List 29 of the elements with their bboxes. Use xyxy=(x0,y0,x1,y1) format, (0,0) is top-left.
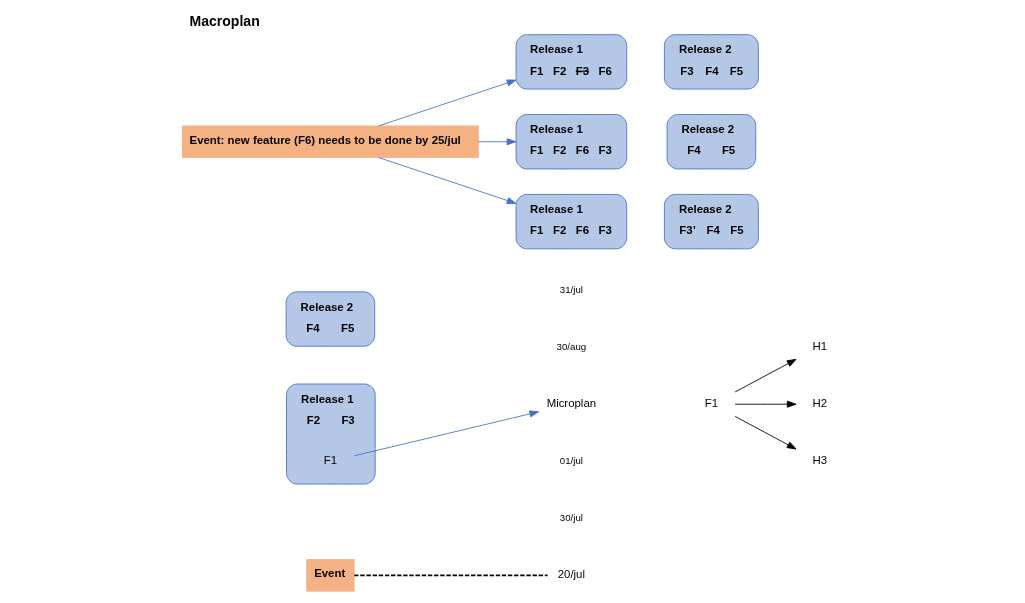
node-text: F1 xyxy=(704,397,718,410)
connector xyxy=(352,574,548,577)
node-text: Microplan xyxy=(546,397,596,410)
node-text: F1 xyxy=(323,454,337,467)
label: 30/jul xyxy=(559,511,583,523)
label: 30/aug xyxy=(556,340,586,352)
arrow xyxy=(353,410,539,457)
arrow xyxy=(477,138,516,146)
diagram-title: Macroplan xyxy=(189,12,260,29)
label: 31/jul xyxy=(559,283,583,295)
node-box: Release 2 F3 F4 F5 xyxy=(663,34,759,90)
arrow xyxy=(734,400,796,408)
arrow xyxy=(377,79,516,127)
node-box: Release 1 F1 F2 F3 F6 xyxy=(515,34,627,90)
node-box: Release 1 F1 F2 F6 F3 xyxy=(515,114,627,170)
node-text: H2 xyxy=(811,397,827,410)
node-text: H3 xyxy=(811,454,827,467)
arrow xyxy=(734,358,796,393)
node-text: H1 xyxy=(811,340,827,353)
node-box: Release 2 F3’ F4 F5 xyxy=(663,193,759,250)
arrow xyxy=(377,157,516,204)
node-text: 20/jul xyxy=(557,568,585,581)
label: 01/jul xyxy=(559,454,583,466)
node-box: Release 2 F4 F5 xyxy=(666,114,756,170)
node-box: Release 2 F4 F5 xyxy=(285,291,375,347)
node-box: Event: new feature (F6) needs to be done by 25/jul xyxy=(181,125,479,158)
node-box: Event xyxy=(305,559,355,592)
arrow xyxy=(734,416,796,450)
node-box: Release 1 F1 F2 F6 F3 xyxy=(515,193,627,250)
